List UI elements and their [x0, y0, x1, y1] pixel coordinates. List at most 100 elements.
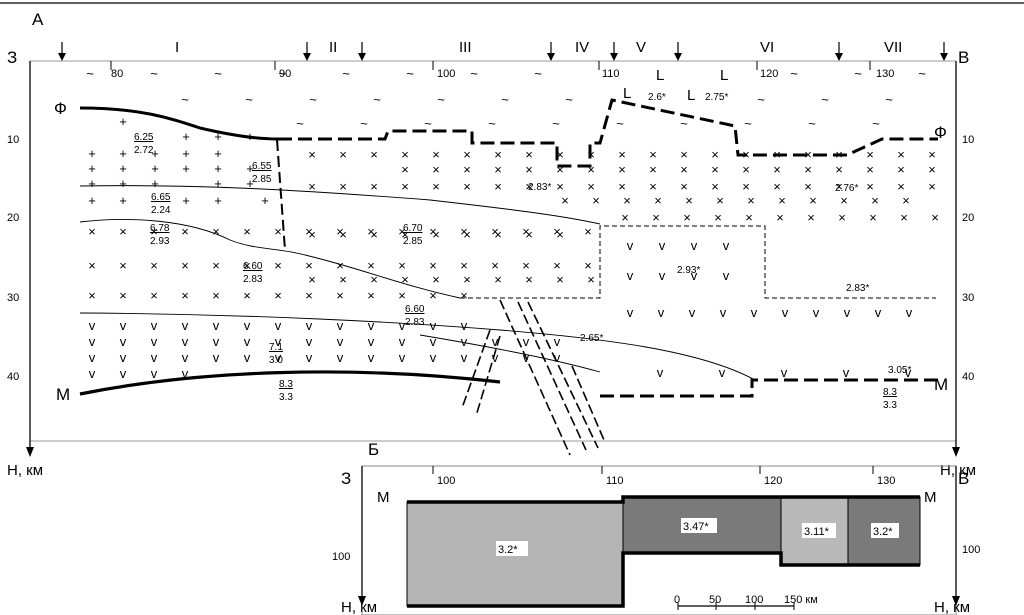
layer-velocity-value: 8.3	[279, 379, 293, 390]
v-symbol: v	[182, 350, 189, 365]
cross-symbol: ×	[432, 147, 440, 162]
cross-symbol: ×	[804, 147, 812, 162]
cross-symbol: ×	[274, 288, 282, 303]
layer-velocity-value: 6.60	[243, 261, 263, 272]
tilde-symbol: ~	[885, 92, 893, 107]
plus-symbol: +	[151, 176, 159, 191]
panel-b-km-100: 100	[437, 475, 455, 487]
panel-b-km-110: 110	[606, 475, 624, 487]
cross-symbol: ×	[494, 179, 502, 194]
v-symbol: v	[843, 365, 850, 380]
cross-symbol: ×	[88, 224, 96, 239]
plus-symbol: +	[182, 146, 190, 161]
zone-boundary-arrowhead	[303, 53, 311, 61]
zone-boundary-arrowhead	[835, 53, 843, 61]
tilde-symbol: ~	[757, 92, 765, 107]
cross-symbol: ×	[274, 258, 282, 273]
moho-top-line	[407, 495, 920, 504]
plus-symbol: +	[214, 146, 222, 161]
volcanic-symbol: L	[720, 67, 728, 84]
layer-density-value: 2.83	[405, 317, 425, 328]
cross-symbol: ×	[336, 288, 344, 303]
tilde-symbol: ~	[488, 116, 496, 131]
v-symbol: v	[275, 334, 282, 349]
cross-symbol: ×	[587, 272, 595, 287]
cross-symbol: ×	[587, 162, 595, 177]
plus-symbol: +	[214, 161, 222, 176]
depth-tick-10-left: 10	[7, 134, 19, 146]
density-label: 2.6*	[648, 92, 666, 103]
layer-density-value: 3.3	[883, 400, 897, 411]
plus-symbol: +	[88, 193, 96, 208]
cross-symbol: ×	[649, 147, 657, 162]
layer-density-value: 2.85	[403, 236, 423, 247]
v-symbol: v	[751, 305, 758, 320]
tilde-symbol: ~	[501, 92, 509, 107]
cross-symbol: ×	[623, 193, 631, 208]
panel-b-km-120: 120	[764, 475, 782, 487]
cross-symbol: ×	[556, 227, 564, 242]
zone-label-5: V	[636, 39, 646, 56]
panel-b-east-label: В	[958, 469, 969, 488]
layer-density-value: 2.83	[243, 274, 263, 285]
v-symbol: v	[844, 305, 851, 320]
cross-symbol: ×	[685, 193, 693, 208]
cross-symbol: ×	[429, 288, 437, 303]
cross-symbol: ×	[463, 179, 471, 194]
panel-b-west-label: З	[341, 469, 351, 488]
cross-symbol: ×	[274, 224, 282, 239]
layer-velocity-value: 6.65	[151, 192, 171, 203]
cross-symbol: ×	[621, 210, 629, 225]
v-symbol: v	[461, 350, 468, 365]
tilde-symbol: ~	[150, 66, 158, 81]
cross-symbol: ×	[747, 193, 755, 208]
v-symbol: v	[813, 305, 820, 320]
cross-symbol: ×	[212, 258, 220, 273]
cross-symbol: ×	[807, 210, 815, 225]
v-symbol: v	[151, 334, 158, 349]
tilde-symbol: ~	[808, 116, 816, 131]
cross-symbol: ×	[869, 210, 877, 225]
plus-symbol: +	[214, 193, 222, 208]
v-symbol: v	[306, 334, 313, 349]
plus-symbol: +	[119, 114, 127, 129]
cross-symbol: ×	[525, 162, 533, 177]
v-symbol: v	[399, 318, 406, 333]
tilde-symbol: ~	[821, 92, 829, 107]
cross-symbol: ×	[119, 288, 127, 303]
cross-symbol: ×	[525, 227, 533, 242]
v-symbol: v	[182, 334, 189, 349]
v-symbol: v	[905, 365, 912, 380]
v-symbol: v	[275, 318, 282, 333]
cross-symbol: ×	[429, 224, 437, 239]
v-symbol: v	[337, 318, 344, 333]
v-symbol: v	[368, 334, 375, 349]
v-symbol: v	[781, 365, 788, 380]
plus-symbol: +	[119, 161, 127, 176]
tilde-symbol: ~	[181, 92, 189, 107]
cross-symbol: ×	[494, 147, 502, 162]
west-label: З	[7, 48, 17, 67]
panel-b-depth-axis-left: Н, км	[341, 599, 377, 615]
cross-symbol: ×	[871, 193, 879, 208]
scale-tick-100: 100	[745, 594, 763, 606]
v-symbol: v	[492, 334, 499, 349]
cross-symbol: ×	[897, 162, 905, 177]
cross-symbol: ×	[561, 193, 569, 208]
panel-b-moho-right: М	[924, 489, 937, 506]
v-symbol: v	[213, 318, 220, 333]
plus-symbol: +	[88, 176, 96, 191]
cross-symbol: ×	[181, 224, 189, 239]
cross-symbol: ×	[308, 147, 316, 162]
scale-tick-50: 50	[709, 594, 721, 606]
boundary-lower	[79, 312, 756, 381]
f-surface-solid	[79, 106, 279, 141]
plus-symbol: +	[182, 193, 190, 208]
cross-symbol: ×	[243, 258, 251, 273]
v-symbol: v	[782, 305, 789, 320]
cross-symbol: ×	[525, 179, 533, 194]
v-symbol: v	[89, 318, 96, 333]
v-symbol: v	[120, 334, 127, 349]
cross-symbol: ×	[370, 272, 378, 287]
cross-symbol: ×	[778, 193, 786, 208]
